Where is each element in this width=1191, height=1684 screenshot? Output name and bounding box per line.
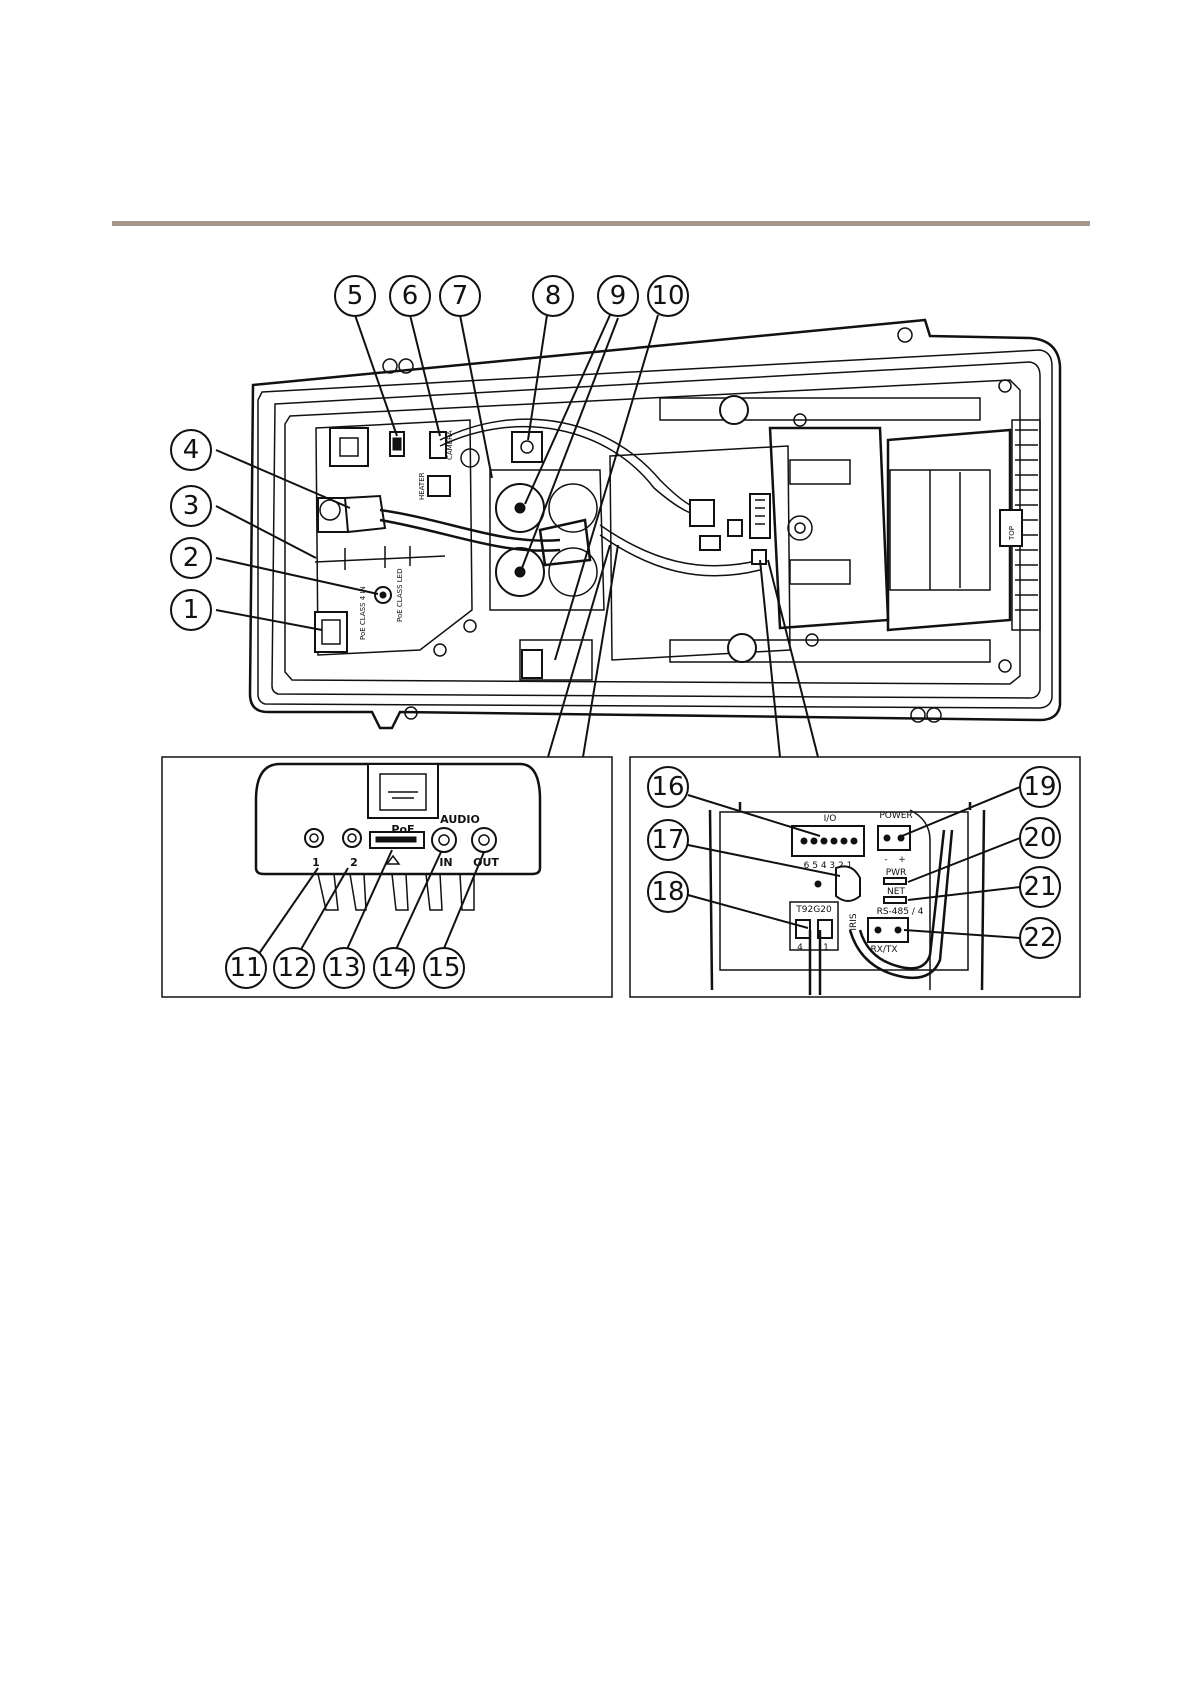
callout-1: 1 xyxy=(171,590,211,630)
callout-11: 11 xyxy=(226,948,266,988)
callout-12-number: 12 xyxy=(277,953,310,983)
top-label: TOP xyxy=(1008,526,1016,541)
callout-12: 12 xyxy=(274,948,314,988)
callout-6: 6 xyxy=(390,276,430,316)
t92g20-pin-4: 4 xyxy=(797,943,803,953)
callout-7-number: 7 xyxy=(452,281,469,311)
callout-20-number: 20 xyxy=(1023,823,1056,853)
power-minus-label: - xyxy=(884,855,887,865)
callout-19-number: 19 xyxy=(1023,772,1056,802)
callout-13-number: 13 xyxy=(327,953,360,983)
callout-16-number: 16 xyxy=(651,772,684,802)
input-2-label: 2 xyxy=(350,856,358,869)
callout-9-number: 9 xyxy=(610,281,627,311)
interface-board: CAMERA HEATER PoE CLASS LED PoE CLASS 4 … xyxy=(315,420,479,656)
callout-10-number: 10 xyxy=(651,281,684,311)
callout-5: 5 xyxy=(335,276,375,316)
callout-8: 8 xyxy=(533,276,573,316)
callout-3-number: 3 xyxy=(183,491,200,521)
callout-6-number: 6 xyxy=(402,281,419,311)
callout-22-number: 22 xyxy=(1023,923,1056,953)
t92g20-label: T92G20 xyxy=(795,905,832,915)
pwr-led-label: PWR xyxy=(886,868,907,878)
callout-4-number: 4 xyxy=(183,435,200,465)
audio-label: AUDIO xyxy=(440,813,480,826)
io-connector-label: I/O xyxy=(824,814,837,824)
callout-15-number: 15 xyxy=(427,953,460,983)
callout-17: 17 xyxy=(648,820,688,860)
callout-3: 3 xyxy=(171,486,211,526)
poe-class-in-label: PoE CLASS 4 IN xyxy=(359,586,367,640)
camera-module: TOP xyxy=(610,396,1040,662)
callout-15: 15 xyxy=(424,948,464,988)
callout-9: 9 xyxy=(598,276,638,316)
rs485-label: RS-485 / 4 xyxy=(877,907,924,917)
t92g20-pin-1: 1 xyxy=(823,943,829,953)
callout-18-number: 18 xyxy=(651,877,684,907)
iris-label: IRIS xyxy=(849,913,859,931)
poe-class-led-label: PoE CLASS LED xyxy=(396,569,404,622)
callout-11-number: 11 xyxy=(229,953,262,983)
net-led-label: NET xyxy=(887,887,905,897)
callout-5-number: 5 xyxy=(347,281,364,311)
callout-8-number: 8 xyxy=(545,281,562,311)
callout-21-number: 21 xyxy=(1023,872,1056,902)
callout-18: 18 xyxy=(648,872,688,912)
callout-1-number: 1 xyxy=(183,595,200,625)
callout-16: 16 xyxy=(648,767,688,807)
callout-13: 13 xyxy=(324,948,364,988)
power-plus-label: + xyxy=(898,855,906,865)
callout-19: 19 xyxy=(1020,767,1060,807)
callout-7: 7 xyxy=(440,276,480,316)
heater-connector-label: HEATER xyxy=(418,472,426,500)
callout-2: 2 xyxy=(171,538,211,578)
callout-21: 21 xyxy=(1020,867,1060,907)
io-power-detail-panel: I/O 6 5 4 3 2 1 POWER - + PWR NET RS-485… xyxy=(630,757,1080,997)
audio-in-label: IN xyxy=(439,856,452,869)
input-1-label: 1 xyxy=(312,856,320,869)
callout-20: 20 xyxy=(1020,818,1060,858)
power-label: POWER xyxy=(879,811,912,821)
callout-10: 10 xyxy=(648,276,688,316)
callout-2-number: 2 xyxy=(183,543,200,573)
callout-14-number: 14 xyxy=(377,953,410,983)
callout-17-number: 17 xyxy=(651,825,684,855)
callout-4: 4 xyxy=(171,430,211,470)
callout-14: 14 xyxy=(374,948,414,988)
callout-22: 22 xyxy=(1020,918,1060,958)
